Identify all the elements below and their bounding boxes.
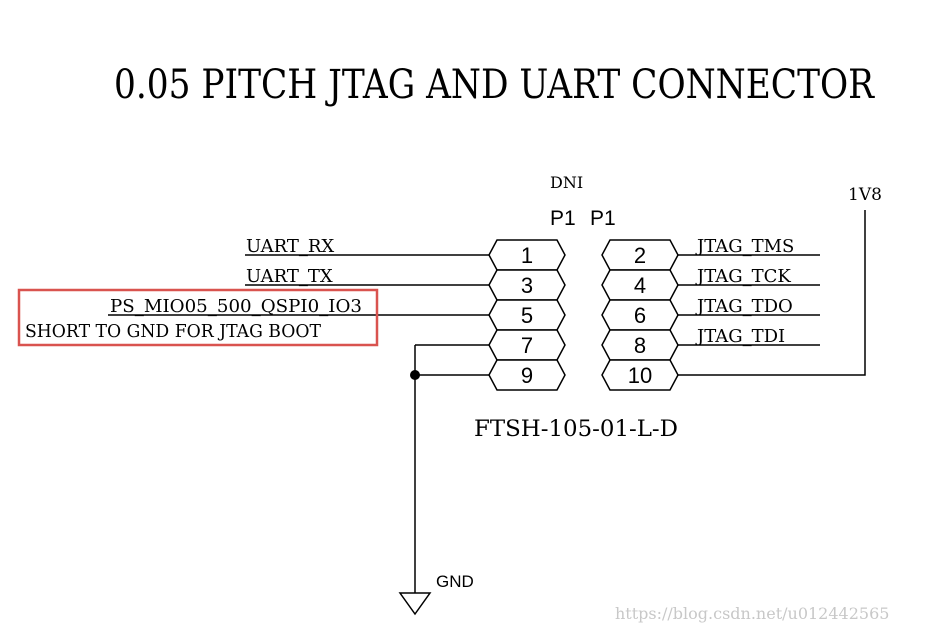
pin-pad-2: 2 xyxy=(601,239,679,271)
pin-number-6: 6 xyxy=(634,303,646,328)
watermark-url: https://blog.csdn.net/u012442565 xyxy=(615,604,889,623)
net-label-uart-tx: UART_TX xyxy=(246,266,333,287)
pin-number-2: 2 xyxy=(634,243,646,268)
wire-1v8 xyxy=(678,210,866,376)
pin-pad-3: 3 xyxy=(488,269,566,301)
net-label-jtag-tdo: JTAG_TDO xyxy=(695,296,793,317)
pin-pad-6: 6 xyxy=(601,299,679,331)
pin-number-5: 5 xyxy=(521,303,533,328)
pin-pad-7: 7 xyxy=(488,329,566,361)
net-label-jtag-tck: JTAG_TCK xyxy=(695,266,791,287)
pin-number-4: 4 xyxy=(634,273,646,298)
pin-pad-10: 10 xyxy=(601,359,679,391)
ref-designator-left: P1 xyxy=(550,207,576,230)
schematic-title: 0.05 PITCH JTAG AND UART CONNECTOR xyxy=(114,62,876,108)
pin-number-7: 7 xyxy=(521,333,533,358)
net-label-jtag-tdi: JTAG_TDI xyxy=(695,326,785,347)
pin-number-8: 8 xyxy=(634,333,646,358)
junction-dot xyxy=(410,370,420,380)
ref-designator-right: P1 xyxy=(590,207,616,230)
net-label-uart-rx: UART_RX xyxy=(246,236,334,257)
dni-label: DNI xyxy=(550,173,583,192)
ground-symbol-icon xyxy=(398,592,432,616)
net-label-jtag-tms: JTAG_TMS xyxy=(695,236,794,257)
pin-number-10: 10 xyxy=(628,363,652,388)
pin-number-9: 9 xyxy=(521,363,533,388)
short-to-gnd-note: SHORT TO GND FOR JTAG BOOT xyxy=(25,321,321,342)
pin-number-1: 1 xyxy=(521,243,533,268)
pin-pad-5: 5 xyxy=(488,299,566,331)
pin-number-3: 3 xyxy=(521,273,533,298)
pin-pad-1: 1 xyxy=(488,239,566,271)
part-number-label: FTSH-105-01-L-D xyxy=(474,417,678,442)
pin-pad-4: 4 xyxy=(601,269,679,301)
highlight-box xyxy=(17,288,379,347)
power-label-1v8: 1V8 xyxy=(848,185,882,205)
pin-pad-8: 8 xyxy=(601,329,679,361)
net-label-ps-mio: PS_MIO05_500_QSPI0_IO3 xyxy=(110,296,362,317)
pin-pad-9: 9 xyxy=(488,359,566,391)
gnd-label: GND xyxy=(436,572,474,591)
